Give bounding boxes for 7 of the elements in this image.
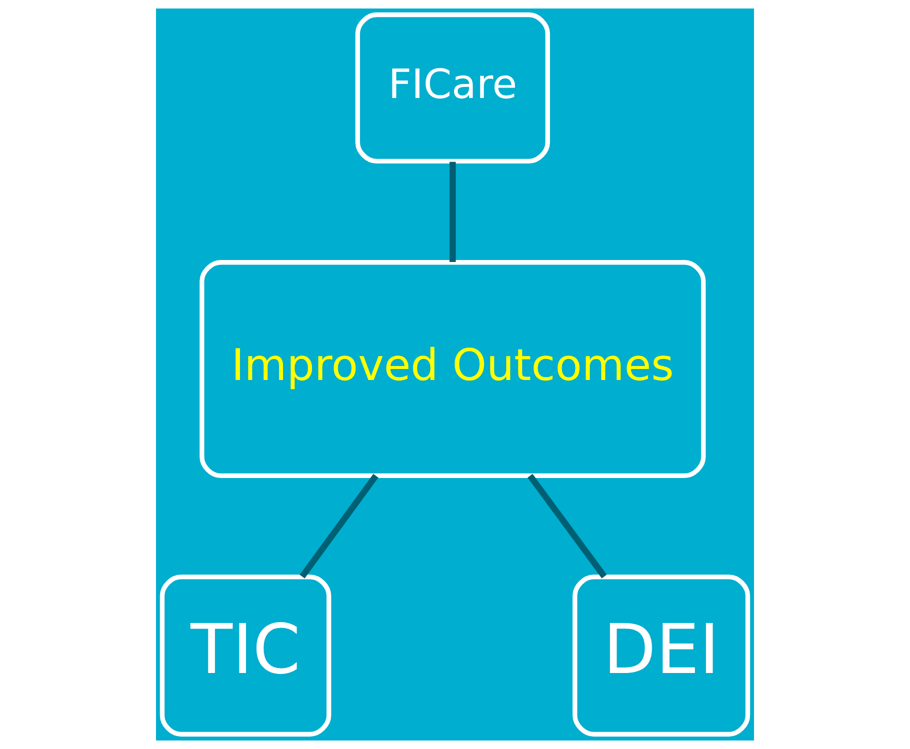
node-box: Improved Outcomes bbox=[200, 260, 706, 478]
node-box: FICare bbox=[355, 12, 550, 164]
connector bbox=[528, 474, 607, 578]
node-box: TIC bbox=[160, 574, 332, 737]
connector bbox=[450, 162, 456, 262]
node-box: DEI bbox=[572, 574, 750, 737]
connector bbox=[300, 474, 378, 578]
